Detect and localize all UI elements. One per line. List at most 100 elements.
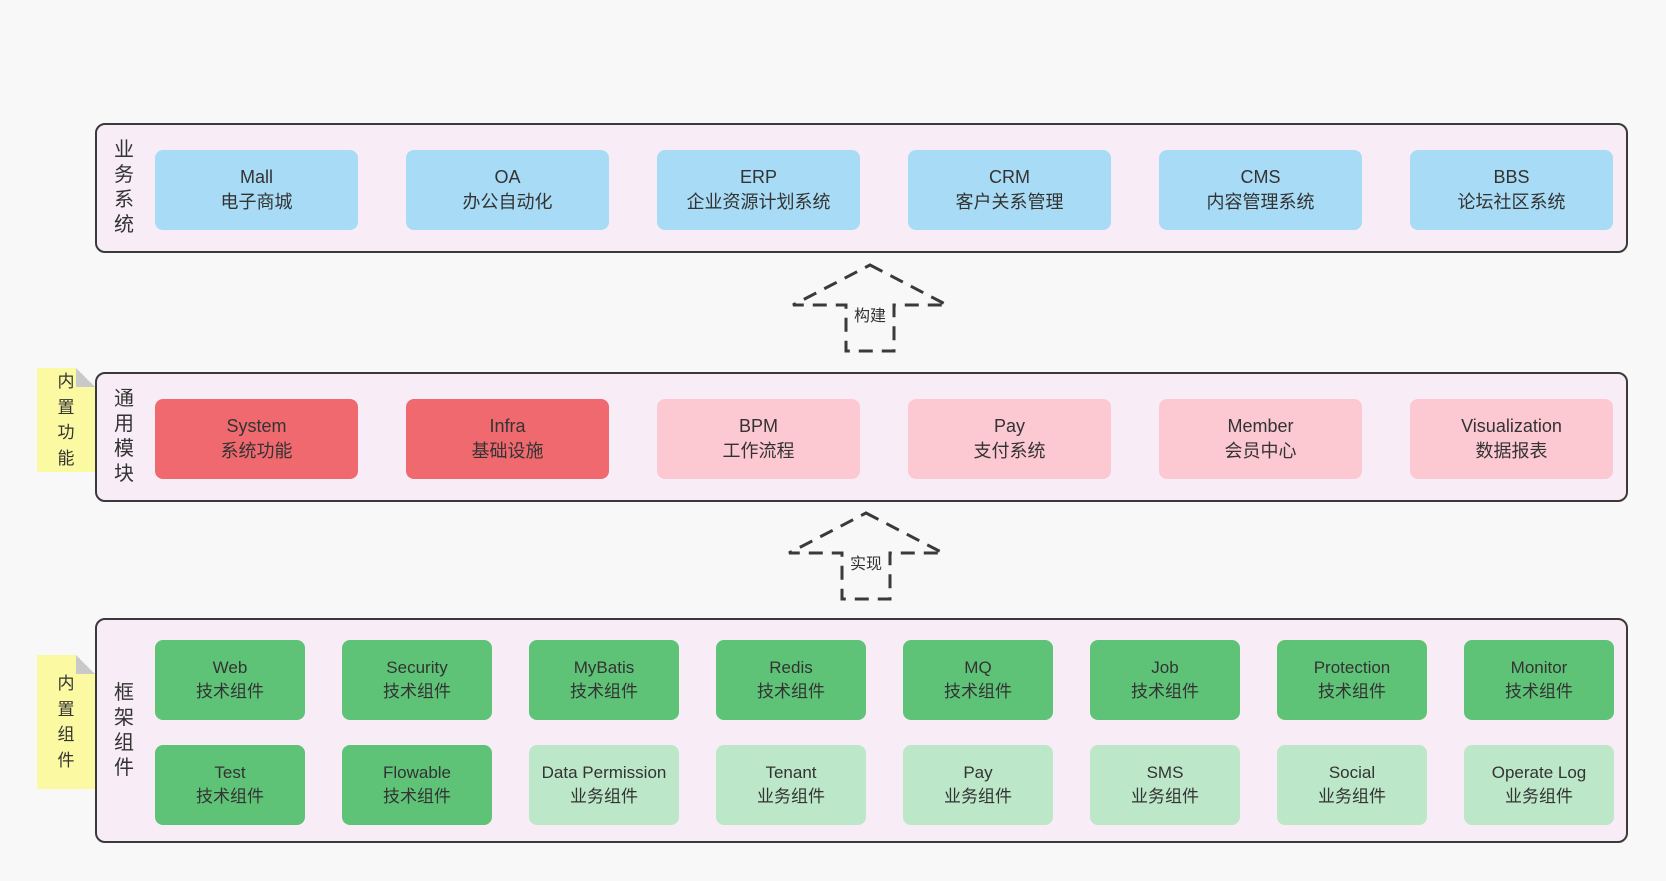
box-subtitle: 业务组件: [1505, 787, 1573, 806]
note-built-in-features-label: 内置功能: [57, 372, 75, 468]
box-subtitle: 办公自动化: [462, 192, 553, 212]
box-title: Data Permission: [541, 763, 667, 783]
box-data-permission: Data Permission 业务组件: [529, 745, 679, 825]
box-monitor: Monitor 技术组件: [1464, 640, 1614, 720]
box-subtitle: 技术组件: [196, 787, 264, 806]
box-subtitle: 业务组件: [944, 787, 1012, 806]
box-title: Web: [212, 658, 248, 678]
box-bbs: BBS 论坛社区系统: [1410, 150, 1613, 230]
box-subtitle: 技术组件: [196, 682, 264, 701]
box-erp: ERP 企业资源计划系统: [657, 150, 860, 230]
box-subtitle: 内容管理系统: [1206, 192, 1315, 212]
panel-business-systems: 业务系统 Mall 电子商城 OA 办公自动化 ERP 企业资源计划系统 CRM…: [95, 123, 1628, 253]
box-mybatis: MyBatis 技术组件: [529, 640, 679, 720]
box-title: Infra: [489, 415, 526, 436]
box-title: Pay: [993, 415, 1026, 436]
box-subtitle: 技术组件: [1318, 682, 1386, 701]
framework-components-row-2: Test 技术组件 Flowable 技术组件 Data Permission …: [155, 745, 1614, 825]
box-social: Social 业务组件: [1277, 745, 1427, 825]
box-cms: CMS 内容管理系统: [1159, 150, 1362, 230]
box-subtitle: 业务组件: [570, 787, 638, 806]
box-member: Member 会员中心: [1159, 399, 1362, 479]
box-subtitle: 数据报表: [1475, 441, 1548, 461]
panel-business-systems-label: 业务系统: [114, 139, 134, 236]
box-infra: Infra 基础设施: [406, 399, 609, 479]
box-pay-module: Pay 支付系统: [908, 399, 1111, 479]
box-subtitle: 电子商城: [220, 192, 293, 212]
box-crm: CRM 客户关系管理: [908, 150, 1111, 230]
box-subtitle: 技术组件: [757, 682, 825, 701]
folded-corner-icon: [76, 655, 95, 674]
box-title: Test: [214, 763, 246, 783]
box-title: Pay: [963, 763, 993, 783]
panel-common-modules-label: 通用模块: [114, 388, 134, 485]
box-redis: Redis 技术组件: [716, 640, 866, 720]
box-title: Security: [386, 658, 448, 678]
box-subtitle: 客户关系管理: [955, 192, 1064, 212]
box-system: System 系统功能: [155, 399, 358, 479]
box-title: BPM: [738, 415, 778, 436]
panel-framework-components-label: 框架组件: [114, 681, 134, 779]
box-title: BBS: [1493, 166, 1530, 187]
box-protection: Protection 技术组件: [1277, 640, 1427, 720]
box-subtitle: 技术组件: [383, 682, 451, 701]
box-title: Member: [1227, 415, 1294, 436]
box-subtitle: 业务组件: [757, 787, 825, 806]
box-title: System: [226, 415, 287, 436]
box-title: CRM: [989, 166, 1030, 187]
box-title: Monitor: [1510, 658, 1568, 678]
box-subtitle: 系统功能: [220, 441, 293, 461]
business-systems-row: Mall 电子商城 OA 办公自动化 ERP 企业资源计划系统 CRM 客户关系…: [155, 150, 1613, 230]
box-title: Social: [1328, 763, 1376, 783]
note-built-in-features: 内置功能: [37, 368, 95, 472]
box-subtitle: 技术组件: [383, 787, 451, 806]
box-test: Test 技术组件: [155, 745, 305, 825]
box-bpm: BPM 工作流程: [657, 399, 860, 479]
folded-corner-icon: [76, 368, 95, 387]
box-title: CMS: [1240, 166, 1281, 187]
box-subtitle: 技术组件: [1505, 682, 1573, 701]
box-subtitle: 技术组件: [944, 682, 1012, 701]
box-web: Web 技术组件: [155, 640, 305, 720]
box-flowable: Flowable 技术组件: [342, 745, 492, 825]
panel-common-modules: 通用模块 System 系统功能 Infra 基础设施 BPM 工作流程 Pay…: [95, 372, 1628, 502]
box-mall: Mall 电子商城: [155, 150, 358, 230]
box-subtitle: 基础设施: [471, 441, 544, 461]
box-title: OA: [494, 166, 521, 187]
box-mq: MQ 技术组件: [903, 640, 1053, 720]
box-title: MyBatis: [573, 658, 635, 678]
box-title: Visualization: [1461, 415, 1562, 436]
note-built-in-components-label: 内置组件: [57, 674, 75, 770]
framework-components-row-1: Web 技术组件 Security 技术组件 MyBatis 技术组件 Redi…: [155, 640, 1614, 720]
arrow-build: 构建: [790, 262, 950, 354]
common-modules-row: System 系统功能 Infra 基础设施 BPM 工作流程 Pay 支付系统…: [155, 399, 1613, 479]
box-title: Protection: [1313, 658, 1391, 678]
box-subtitle: 企业资源计划系统: [686, 192, 831, 212]
box-title: Job: [1151, 658, 1179, 678]
box-subtitle: 工作流程: [722, 441, 795, 461]
box-operate-log: Operate Log 业务组件: [1464, 745, 1614, 825]
box-subtitle: 业务组件: [1131, 787, 1199, 806]
box-oa: OA 办公自动化: [406, 150, 609, 230]
panel-framework-components: 框架组件 Web 技术组件 Security 技术组件 MyBatis 技术组件…: [95, 618, 1628, 843]
box-subtitle: 支付系统: [973, 441, 1046, 461]
box-subtitle: 技术组件: [570, 682, 638, 701]
box-visualization: Visualization 数据报表: [1410, 399, 1613, 479]
box-pay-component: Pay 业务组件: [903, 745, 1053, 825]
box-subtitle: 会员中心: [1224, 441, 1297, 461]
box-security: Security 技术组件: [342, 640, 492, 720]
box-tenant: Tenant 业务组件: [716, 745, 866, 825]
box-subtitle: 业务组件: [1318, 787, 1386, 806]
box-job: Job 技术组件: [1090, 640, 1240, 720]
box-title: Operate Log: [1491, 763, 1587, 783]
box-title: SMS: [1146, 763, 1184, 783]
box-title: Tenant: [765, 763, 817, 783]
arrow-implement: 实现: [786, 510, 946, 602]
box-subtitle: 论坛社区系统: [1457, 192, 1566, 212]
box-title: ERP: [739, 166, 777, 187]
arrow-implement-label: 实现: [847, 550, 885, 574]
box-sms: SMS 业务组件: [1090, 745, 1240, 825]
box-title: MQ: [964, 658, 992, 678]
box-title: Mall: [239, 166, 273, 187]
box-title: Flowable: [382, 763, 452, 783]
